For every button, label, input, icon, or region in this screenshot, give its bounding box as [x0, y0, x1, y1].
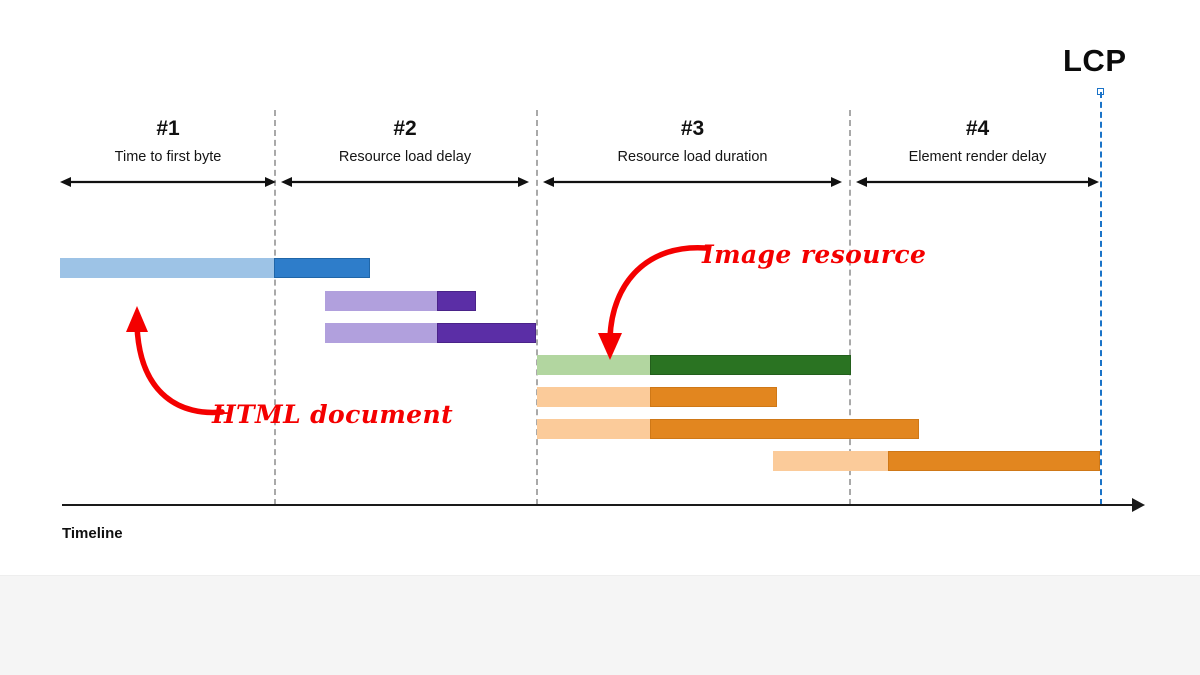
stylesheet-bar-1-wait-segment — [325, 291, 437, 311]
image-bar-load-segment — [650, 355, 851, 375]
html-document-annotation-label: HTML document — [212, 400, 454, 429]
script-bar-2 — [537, 419, 919, 439]
phase-1-span-arrow — [60, 177, 276, 187]
image-bar-wait-segment — [537, 355, 650, 375]
phase-3: #3 Resource load duration — [544, 118, 841, 166]
image-bar — [537, 355, 851, 375]
image-resource-annotation-arrow — [598, 245, 708, 360]
document-bar-wait-segment — [60, 258, 274, 278]
phase-4-name: Element render delay — [908, 149, 1047, 165]
html-document-annotation-arrow — [126, 306, 225, 416]
script-bar-3 — [773, 451, 1100, 471]
stylesheet-bar-1-load-segment — [437, 291, 476, 311]
phase-2-number: #2 — [393, 117, 417, 140]
phase-3-number: #3 — [680, 117, 705, 140]
gridline — [274, 110, 276, 505]
image-resource-annotation-label: Image resource — [702, 240, 927, 269]
phase-4-span-arrow — [856, 177, 1099, 187]
script-bar-3-wait-segment — [773, 451, 888, 471]
gridline — [536, 110, 538, 505]
timeline-axis — [62, 504, 1137, 506]
phase-3-name: Resource load duration — [617, 149, 768, 165]
script-bar-1 — [537, 387, 777, 407]
timeline-axis-label: Timeline — [62, 525, 123, 542]
gridline — [849, 110, 851, 505]
phase-3-span-arrow — [543, 177, 842, 187]
diagram-canvas: LCP #1 Time to first byte #2 Resource lo… — [60, 43, 1145, 542]
script-bar-1-wait-segment — [537, 387, 650, 407]
phase-4-number: #4 — [965, 117, 990, 140]
stylesheet-bar-2 — [325, 323, 536, 343]
phase-1-name: Time to first byte — [114, 149, 222, 165]
lcp-marker-line — [1100, 92, 1102, 505]
phase-2: #2 Resource load delay — [282, 118, 528, 166]
lcp-label: LCP — [1063, 43, 1127, 78]
timeline-axis-arrow-icon — [1132, 498, 1145, 512]
document-bar-load-segment — [274, 258, 370, 278]
phase-4: #4 Element render delay — [857, 118, 1098, 166]
stylesheet-bar-1 — [325, 291, 476, 311]
stylesheet-bar-2-wait-segment — [325, 323, 437, 343]
phase-2-span-arrow — [281, 177, 529, 187]
script-bar-2-load-segment — [650, 419, 919, 439]
script-bar-1-load-segment — [650, 387, 777, 407]
script-bar-2-wait-segment — [537, 419, 650, 439]
document-bar — [60, 258, 370, 278]
phase-1: #1 Time to first byte — [62, 118, 274, 166]
stylesheet-bar-2-load-segment — [437, 323, 536, 343]
phase-2-name: Resource load delay — [338, 149, 472, 165]
script-bar-3-load-segment — [888, 451, 1100, 471]
phase-1-number: #1 — [156, 117, 180, 140]
legend: Document Stylesheet Script Image — [0, 575, 1200, 675]
